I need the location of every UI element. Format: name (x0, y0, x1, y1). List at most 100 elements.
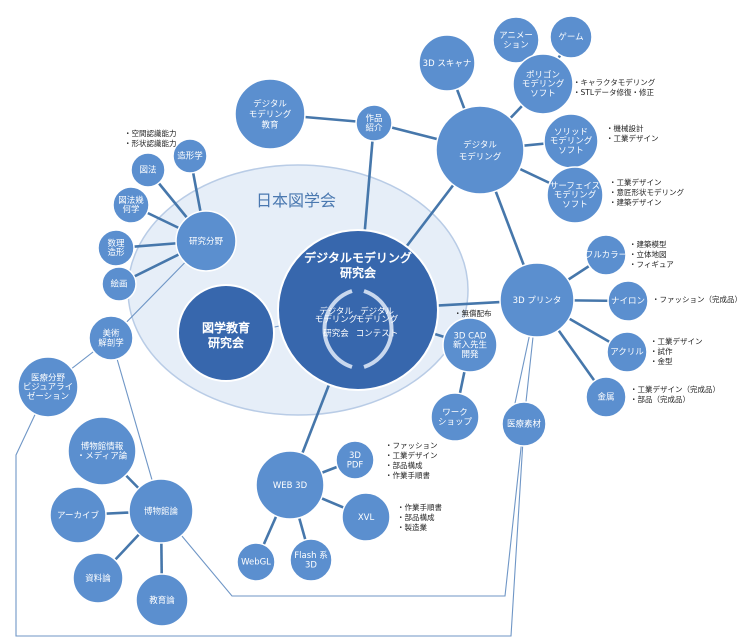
node-circle (72, 552, 124, 604)
education-group-node[interactable]: 図学教育 研究会 (177, 284, 275, 382)
node-circle (430, 392, 480, 442)
node-label: アニメー (499, 31, 533, 41)
node-museum-info[interactable]: 博物館情報・メディア論 (67, 416, 137, 486)
node-label: サーフェイス (550, 181, 600, 191)
node-webgl[interactable]: WebGL (236, 542, 276, 582)
node-research[interactable]: 研究分野 (175, 210, 237, 272)
node-medical-material[interactable]: 医療素材 (501, 401, 547, 447)
annotation-polygon: ・STLデータ修復・修正 (573, 87, 655, 97)
node-label: 図法幾 (118, 195, 144, 206)
node-label: WebGL (241, 558, 271, 568)
node-flash[interactable]: Flash 系3D (289, 538, 333, 582)
node-label: 数理 (107, 238, 125, 249)
node-label: 何学 (122, 204, 140, 215)
node-label: デジタル (253, 98, 287, 109)
node-scanner[interactable]: 3D スキャナ (418, 34, 476, 92)
center-right-3: コンテスト (356, 329, 399, 339)
center-title-2: 研究会 (340, 265, 377, 280)
node-label: アーカイブ (57, 510, 99, 521)
node-label: 金属 (597, 392, 614, 403)
node-circle (172, 138, 208, 174)
node-label: 作品 (365, 113, 382, 124)
node-label: 絵画 (110, 278, 127, 289)
node-circle (49, 486, 107, 544)
annotation-surface: ・意匠形状モデリング (609, 187, 684, 197)
annotation-solid: ・工業デザイン (606, 133, 659, 143)
annotation-metal: ・工業デザイン（完成品） (630, 384, 720, 394)
node-circle (492, 16, 540, 64)
node-label: ソフト (562, 200, 588, 210)
annotation-xvl: ・作業手順書 (397, 502, 442, 512)
node-acrylic[interactable]: アクリル (606, 331, 648, 373)
node-label: 造形 (107, 247, 125, 258)
annotation-pdf3d: ・ファッション (385, 441, 438, 450)
node-circle (585, 376, 627, 418)
node-label: 紹介 (365, 122, 383, 133)
node-digital-modeling[interactable]: デジタルモデリング (435, 105, 525, 195)
node-circle (501, 401, 547, 447)
node-label: ナイロン (611, 297, 645, 307)
center-node[interactable]: デジタルモデリング 研究会 デジタル モデリング 研究会 デジタル モデリング … (277, 229, 439, 391)
node-metal[interactable]: 金属 (585, 376, 627, 418)
annotation-xvl: ・製造業 (397, 522, 427, 532)
node-label: 医療分野 (31, 372, 66, 383)
node-label: モデリング (550, 136, 593, 147)
annotation-pdf3d: ・作業手順書 (385, 470, 430, 480)
node-web3d[interactable]: WEB 3D (255, 450, 325, 520)
node-label: 医療素材 (507, 418, 542, 429)
node-archive[interactable]: アーカイブ (49, 486, 107, 544)
node-circle (512, 53, 574, 115)
annotation-full-color: ・立体地図 (629, 249, 667, 259)
node-drawing[interactable]: 図法 (130, 152, 166, 188)
node-circle (546, 166, 604, 224)
annotation-acrylic: ・試作 (650, 346, 673, 356)
node-circle (236, 542, 276, 582)
node-label: フルカラー (585, 251, 627, 261)
node-circle (255, 450, 325, 520)
node-label: 新入先生 (453, 340, 488, 351)
node-label: モデリング (522, 79, 565, 90)
node-edu-theory[interactable]: 教育論 (135, 573, 189, 627)
node-game[interactable]: ゲーム (549, 15, 593, 59)
annotation-full-color: ・フィギュア (629, 260, 674, 269)
node-circle (112, 186, 150, 224)
center-right-1: デジタル (360, 306, 394, 317)
node-design-art[interactable]: 絵画 (101, 266, 137, 302)
node-label: モデリング (249, 109, 292, 120)
node-label: ショップ (438, 417, 473, 427)
node-full-color[interactable]: フルカラー (585, 234, 627, 276)
node-label: 開発 (461, 350, 479, 360)
node-nylon[interactable]: ナイロン (607, 280, 649, 322)
node-xvl[interactable]: XVL (341, 492, 391, 542)
node-label: 教育 (261, 120, 278, 131)
node-circle (289, 538, 333, 582)
node-circle (499, 262, 575, 338)
node-circle (175, 210, 237, 272)
node-printer[interactable]: 3D プリンタ (499, 262, 575, 338)
node-museum[interactable]: 博物館論 (128, 478, 194, 544)
annotation-surface: ・工業デザイン (609, 177, 662, 187)
node-circle (435, 105, 525, 195)
node-circle (341, 492, 391, 542)
annotations-layer: ・キャラクタモデリング・STLデータ修復・修正・機械設計・工業デザイン・工業デザ… (124, 77, 742, 532)
annotation-full-color: ・建築模型 (629, 239, 667, 249)
node-circle (585, 234, 627, 276)
node-projection[interactable]: 造形学 (172, 138, 208, 174)
node-label: 3D スキャナ (423, 59, 472, 69)
node-circle (418, 34, 476, 92)
node-materials[interactable]: 資料論 (72, 552, 124, 604)
node-label: 図法 (139, 164, 156, 175)
